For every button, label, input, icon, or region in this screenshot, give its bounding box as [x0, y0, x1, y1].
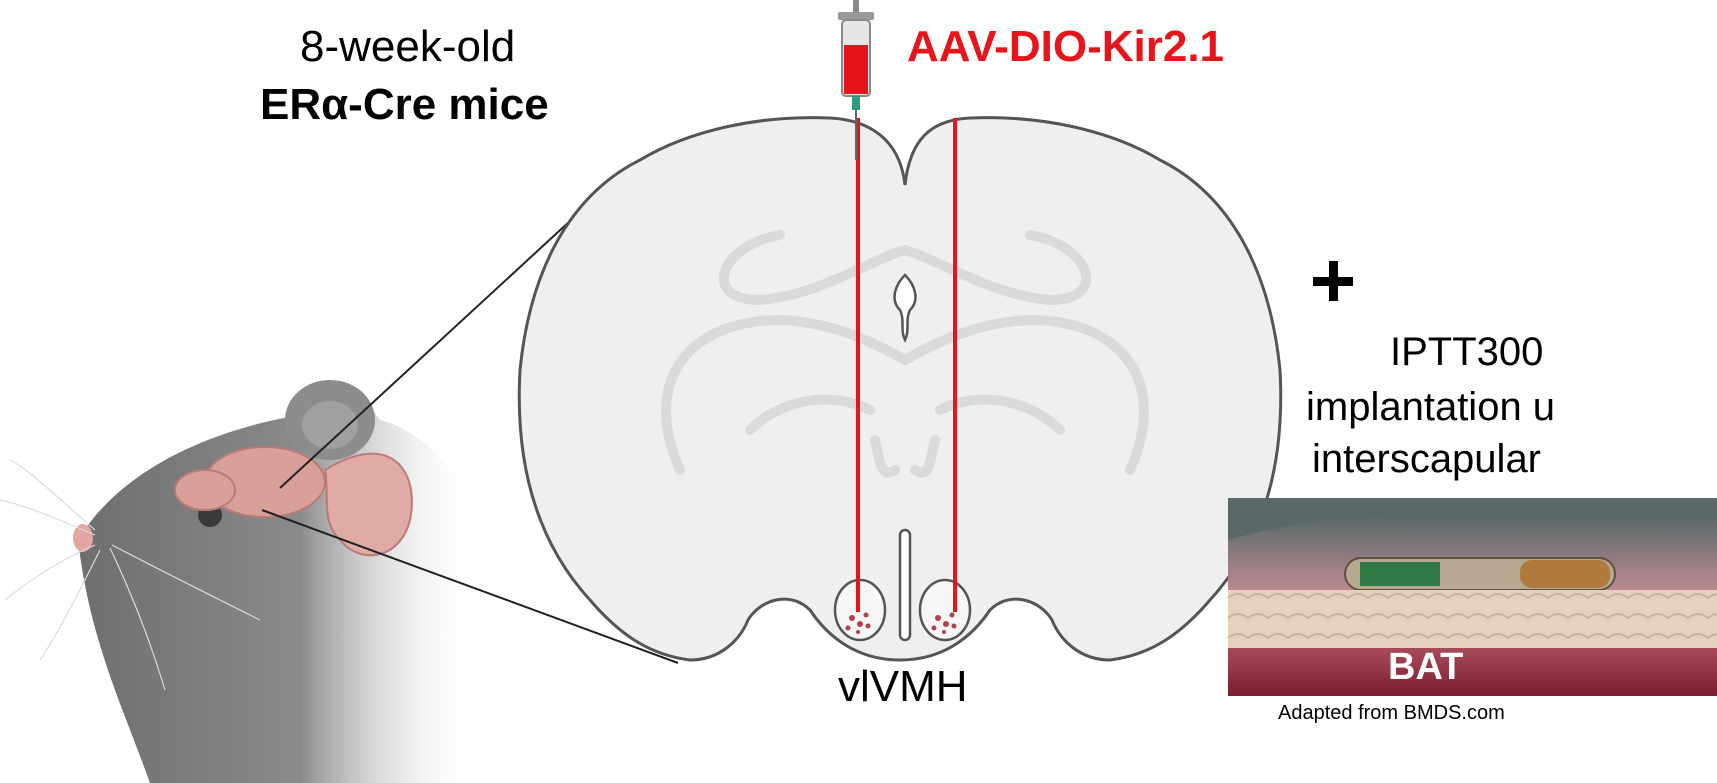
strain-label: ERα-Cre mice [260, 80, 549, 130]
plus-icon [1313, 261, 1353, 301]
implant-line-1: IPTT300 [1390, 330, 1543, 375]
image-credit: Adapted from BMDS.com [1278, 702, 1505, 725]
age-label: 8-week-old [300, 22, 515, 72]
implant-line-2: implantation u [1306, 385, 1555, 430]
bat-implant-image [1228, 498, 1717, 696]
region-label: vlVMH [838, 662, 968, 712]
mouse-head-illustration [0, 380, 480, 783]
third-ventricle [900, 530, 910, 640]
virus-label: AAV-DIO-Kir2.1 [907, 22, 1224, 72]
implant-line-3: interscapular [1312, 437, 1541, 482]
fat-tissue-pattern [1228, 590, 1717, 648]
bat-label: BAT [1388, 646, 1463, 689]
bat-layer [1228, 648, 1717, 696]
coronal-brain-section [519, 118, 1280, 660]
